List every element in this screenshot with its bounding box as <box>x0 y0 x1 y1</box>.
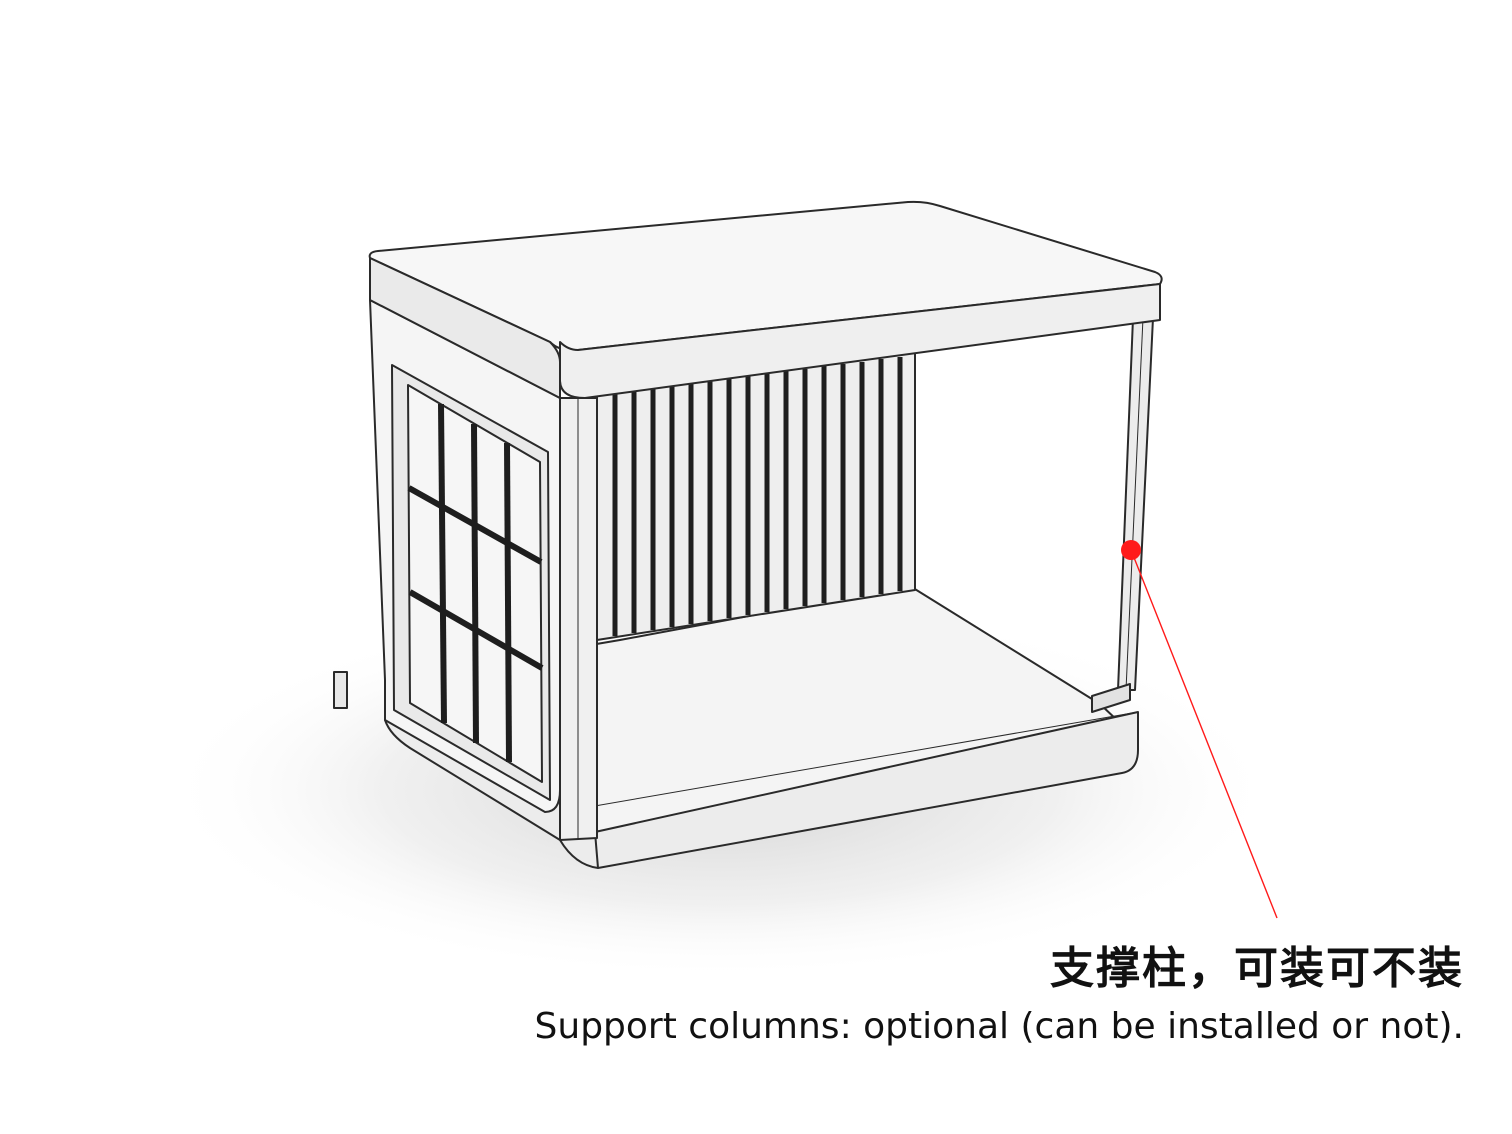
loose-part <box>333 671 348 709</box>
support-column <box>1117 317 1154 691</box>
roof-left-edge <box>369 257 561 399</box>
column-foot <box>1091 683 1131 713</box>
window-mullions <box>407 403 544 763</box>
annotation-marker-dot <box>1121 540 1141 560</box>
slat-group <box>612 357 903 636</box>
annotation-subtitle-en: Support columns: optional (can be instal… <box>534 1006 1464 1047</box>
back-slat-wall <box>596 351 916 641</box>
annotation-title-zh: 支撑柱，可装可不装 <box>1050 943 1464 994</box>
annotation-leader-line <box>1130 549 1278 919</box>
